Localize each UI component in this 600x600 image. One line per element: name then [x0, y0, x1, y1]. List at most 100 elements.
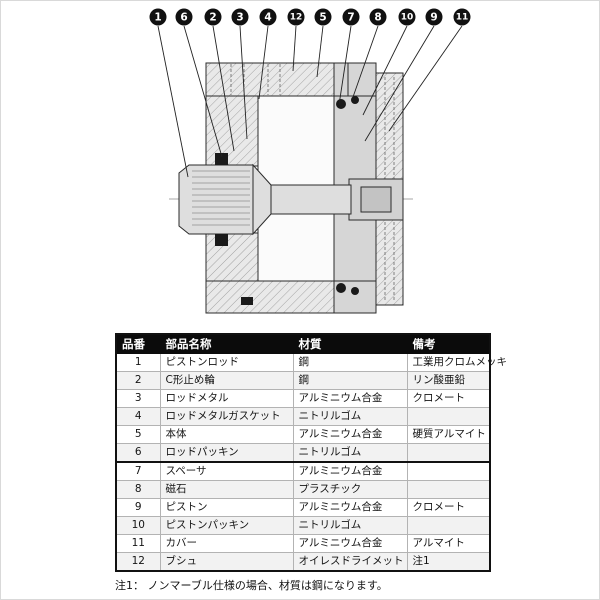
leader-line-5	[316, 25, 324, 78]
callout-number-12: 12	[290, 13, 303, 23]
piston-rod-end	[178, 164, 254, 235]
piston-boss-inner	[360, 186, 392, 213]
cell-no: 10	[115, 516, 161, 535]
cell-no: 12	[115, 552, 161, 572]
table-header-row: 品番部品名称材質備考	[115, 333, 491, 354]
cell-no: 11	[115, 534, 161, 553]
cell-part-name: C形止め輪	[159, 371, 294, 390]
cell-part-name: カバー	[159, 534, 294, 553]
cell-material: アルミニウム合金	[292, 534, 408, 553]
callout-number-8: 8	[374, 12, 381, 24]
callout-circle-10	[398, 8, 416, 26]
piston-rod-shaft	[270, 184, 352, 215]
cell-no: 6	[115, 443, 161, 463]
cell-part-name: ピストンロッド	[159, 353, 294, 372]
leader-line-10	[362, 25, 408, 116]
cell-material: アルミニウム合金	[292, 425, 408, 444]
leader-line-2	[212, 25, 235, 152]
callout-circle-3	[231, 8, 249, 26]
cell-remark: 工業用クロムメッキ	[406, 353, 507, 372]
cell-no: 7	[115, 461, 161, 481]
callout-number-4: 4	[264, 12, 271, 24]
cell-remark	[406, 407, 491, 426]
leader-line-1	[157, 25, 189, 178]
cell-part-name: 磁石	[159, 480, 294, 499]
callout-number-11: 11	[456, 13, 469, 23]
callout-circle-12	[287, 8, 305, 26]
cell-part-name: ピストンパッキン	[159, 516, 294, 535]
rod-packing-bottom	[215, 234, 228, 246]
cell-material: アルミニウム合金	[292, 389, 408, 408]
cell-remark	[406, 516, 491, 535]
cell-part-name: ロッドメタル	[159, 389, 294, 408]
cell-material: アルミニウム合金	[292, 498, 408, 517]
cell-no: 5	[115, 425, 161, 444]
callout-circle-7	[342, 8, 360, 26]
cell-remark	[406, 480, 491, 499]
callout-circle-11	[453, 8, 471, 26]
cell-part-name: ピストン	[159, 498, 294, 517]
footnote: 注1： ノンマーブル仕様の場合、材質は鋼になります。	[115, 579, 388, 592]
callout-circle-1	[149, 8, 167, 26]
callout-number-5: 5	[319, 12, 326, 24]
callout-number-6: 6	[180, 12, 187, 24]
callout-circle-5	[314, 8, 332, 26]
body-left-lower-wall	[205, 232, 259, 282]
callout-circle-2	[204, 8, 222, 26]
callout-number-7: 7	[347, 12, 354, 24]
cell-remark: 硬質アルマイト	[406, 425, 491, 444]
magnet-top	[351, 96, 359, 104]
body-bottom-wall	[205, 280, 335, 314]
callout-circle-6	[175, 8, 193, 26]
cell-part-name: ブシュ	[159, 552, 294, 572]
cell-material: ニトリルゴム	[292, 443, 408, 463]
leader-line-11	[388, 25, 463, 132]
cell-part-name: 本体	[159, 425, 294, 444]
cell-remark: 注1	[406, 552, 491, 572]
cell-remark: リン酸亜鉛	[406, 371, 491, 390]
magnet-bottom	[351, 287, 359, 295]
cell-material: 鋼	[292, 353, 408, 372]
cell-part-name: ロッドパッキン	[159, 443, 294, 463]
leader-line-4	[258, 25, 269, 100]
column-header-2: 部品名称	[159, 333, 294, 354]
cell-no: 4	[115, 407, 161, 426]
cell-remark	[406, 443, 491, 463]
leader-line-12	[292, 25, 297, 72]
cell-material: アルミニウム合金	[292, 461, 408, 481]
cell-remark: アルマイト	[406, 534, 491, 553]
cell-part-name: スペーサ	[159, 461, 294, 481]
cell-no: 1	[115, 353, 161, 372]
callout-number-2: 2	[209, 12, 216, 24]
cell-remark	[406, 461, 491, 481]
leader-line-7	[338, 25, 352, 106]
rod-thread-lines	[192, 170, 250, 226]
cell-material: 鋼	[292, 371, 408, 390]
column-header-3: 材質	[292, 333, 408, 354]
cell-no: 3	[115, 389, 161, 408]
callout-number-1: 1	[154, 12, 161, 24]
cross-section	[169, 62, 413, 314]
callout-number-3: 3	[236, 12, 243, 24]
rod-metal-area	[205, 95, 259, 167]
callout-circle-9	[425, 8, 443, 26]
cell-no: 8	[115, 480, 161, 499]
leader-line-8	[352, 25, 379, 98]
callout-circle-8	[369, 8, 387, 26]
cell-no: 2	[115, 371, 161, 390]
column-header-1: 品番	[115, 333, 161, 354]
callout-circle-4	[259, 8, 277, 26]
